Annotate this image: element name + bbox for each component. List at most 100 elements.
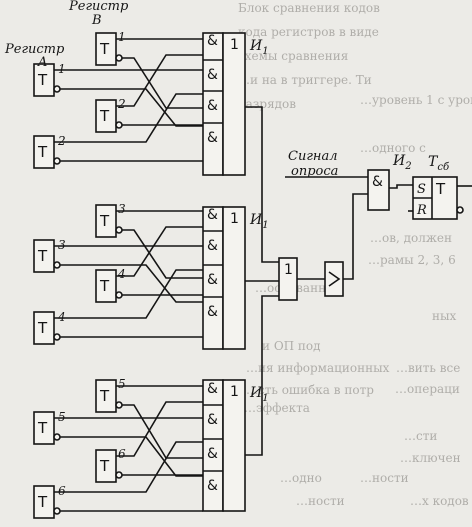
trigger-b-index: 3 (118, 202, 126, 216)
wire-block3-out (245, 295, 279, 456)
bleed-text-line: …основанные (255, 281, 343, 295)
trigger-symbol: T (99, 457, 110, 475)
trigger-box (95, 32, 117, 66)
trigger-a-index: 1 (58, 62, 66, 76)
wire-and2-to-tsb (389, 184, 413, 189)
trigger-symbol: T (99, 212, 110, 230)
trigger-box (33, 411, 55, 445)
tsb-reset-label: R (416, 203, 427, 218)
trigger-a-index: 6 (58, 484, 66, 498)
signal-label-line2: опроса (291, 164, 338, 179)
tsb-set-label: S (417, 182, 426, 197)
wire-block1-out (245, 106, 279, 263)
bleed-text-line: …операци (395, 382, 460, 396)
inverted-output-bubble (115, 226, 123, 234)
and2-gate (367, 169, 390, 211)
trigger-symbol: T (99, 107, 110, 125)
wire-b-cross (122, 229, 203, 279)
trigger-box (95, 379, 117, 413)
trigger-a-4: T (33, 311, 61, 345)
trigger-box (95, 204, 117, 238)
trigger-b-index: 2 (117, 97, 126, 111)
inverted-output-bubble (53, 507, 61, 515)
trigger-a-1: T (33, 63, 61, 97)
and-gate-symbol: & (207, 412, 218, 428)
inverted-output-bubble (115, 54, 123, 62)
bleed-text-line: …уровень 1 с уровня (360, 93, 472, 107)
inverted-output-bubble (53, 433, 61, 441)
wire-a-cross (54, 93, 203, 143)
or-symbol: 1 (230, 384, 239, 400)
inverted-output-bubble (115, 401, 123, 409)
and-gate-symbol: & (207, 446, 218, 462)
tsb-label: Tсб (428, 154, 450, 173)
bleed-text-line: …сти (404, 429, 437, 443)
bleed-text-line: …одного с (360, 141, 426, 155)
trigger-b-index: 5 (118, 377, 126, 391)
inverted-output-bubble (53, 85, 61, 93)
register-a-letter: A (37, 55, 47, 70)
trigger-box (33, 311, 55, 345)
bleed-text-line: схемы сравнения (238, 49, 348, 63)
or-symbol: 1 (230, 37, 239, 53)
wire-b-cross (122, 57, 203, 109)
trigger-symbol: T (37, 71, 48, 89)
tsb-symbol: T (435, 180, 446, 198)
and-gate-symbol: & (207, 272, 218, 288)
or-symbol: 1 (230, 211, 239, 227)
bleed-text-line: …рамы 2, 3, 6 (368, 253, 456, 267)
bleed-text-line: …ключен (400, 451, 461, 465)
or-element-2 (222, 206, 246, 350)
trigger-a-3: T (33, 239, 61, 273)
and2-label: И2 (392, 153, 412, 172)
or-element-1 (222, 32, 246, 176)
wire-a-cross (54, 441, 203, 493)
wire-b-cross (122, 404, 203, 459)
wire-a-cross (60, 264, 203, 303)
and-gate-symbol: & (207, 33, 218, 49)
register-b-label: Регистр (68, 0, 129, 14)
and-gate-symbol: & (207, 238, 218, 254)
trigger-symbol: T (99, 277, 110, 295)
inverted-output-bubble (53, 157, 61, 165)
and2-symbol: & (372, 174, 383, 190)
trigger-b-1: T (95, 32, 123, 66)
trigger-symbol: T (37, 247, 48, 265)
bleed-text-line: …эффекта (244, 401, 310, 415)
trigger-symbol: T (99, 40, 110, 58)
wire-a-cross (60, 436, 203, 477)
trigger-a-index: 3 (58, 238, 66, 252)
bleed-text-line: Блок сравнения кодов (238, 1, 380, 15)
trigger-symbol: T (37, 419, 48, 437)
trigger-b-index: 6 (118, 447, 126, 461)
bleed-text-line: …вить все (396, 361, 460, 375)
trigger-a-index: 2 (57, 134, 66, 148)
tsb-inverted-bubble (456, 206, 464, 214)
collector-or-symbol: 1 (284, 262, 293, 278)
trigger-b-3: T (95, 204, 123, 238)
wire-a-cross (60, 88, 203, 127)
trigger-box (95, 269, 117, 303)
trigger-a-index: 4 (57, 310, 66, 324)
inverted-output-bubble (115, 471, 123, 479)
trigger-a-2: T (33, 135, 61, 169)
trigger-box (33, 135, 55, 169)
driver-triangle (328, 271, 341, 287)
register-b-letter: B (91, 13, 102, 28)
trigger-box (33, 239, 55, 273)
trigger-b-4: T (95, 269, 123, 303)
wire-b-cross (116, 226, 203, 277)
trigger-a-index: 5 (58, 410, 66, 424)
and-gate-symbol: & (207, 304, 218, 320)
bleed-text-line: …ия информационных (246, 361, 390, 375)
trigger-symbol: T (37, 143, 48, 161)
wire-a-cross (54, 269, 203, 319)
and-gate-symbol: & (207, 67, 218, 83)
wire-driver-to-and2 (343, 193, 368, 280)
bleed-text-line: …ов, должен (370, 231, 452, 245)
trigger-b-index: 1 (118, 30, 126, 44)
and-gate-symbol: & (207, 381, 218, 397)
